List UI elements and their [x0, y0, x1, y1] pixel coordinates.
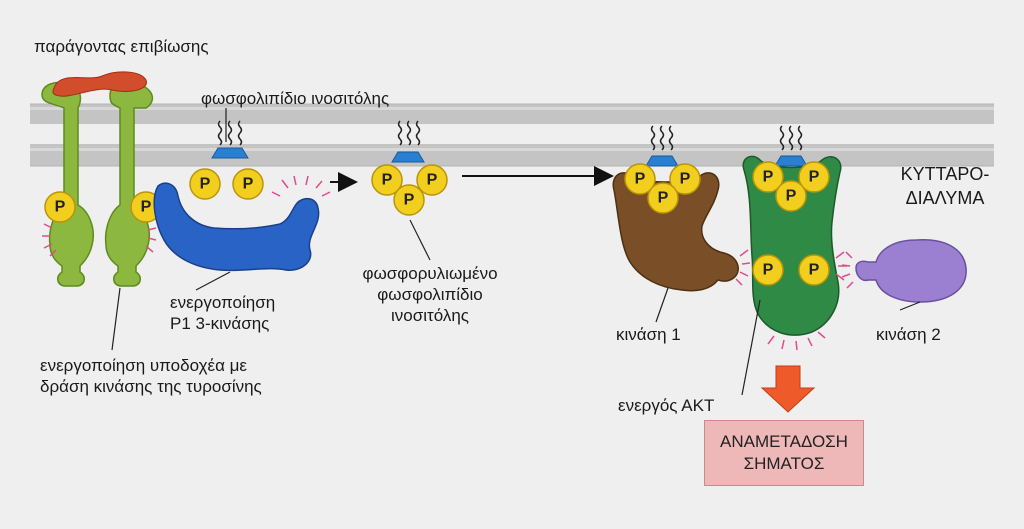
inositol-phospholipid-label: φωσφολιπίδιο ινοσιτόλης [201, 89, 390, 108]
receptor-activation-label: ενεργοποίηση υποδοχέα με δράση κινάσης τ… [40, 355, 262, 397]
svg-text:P: P [809, 169, 820, 186]
signal-box-line2: ΣΗΜΑΤΟΣ [743, 454, 825, 473]
active-akt-label: ενεργός ΑΚΤ [618, 396, 715, 415]
receptor-activation-line1: ενεργοποίηση υποδοχέα με [40, 356, 248, 375]
cytosol-label-line1: ΚΥΤΤΑΡΟ- [900, 164, 990, 184]
receptor-phosphate-left: P [44, 191, 76, 223]
signal-box-line1: ΑΝΑΜΕΤΑΔΟΣΗ [720, 432, 848, 451]
kinase2-activation-rays [841, 251, 854, 289]
pi3k-label-line2: P1 3-κινάσης [170, 314, 270, 333]
akt-phosphate-right: P [798, 254, 830, 286]
cytosol-label-line2: ΔΙΑΛΥΜΑ [905, 188, 985, 208]
signal-arrow [760, 365, 816, 413]
svg-text:P: P [763, 262, 774, 279]
svg-text:P: P [404, 192, 415, 209]
pi3k-label-line1: ενεργοποίηση [170, 293, 276, 312]
pi3-kinase [153, 182, 320, 272]
svg-text:P: P [55, 199, 66, 216]
svg-text:P: P [786, 188, 797, 205]
pi3k-label: ενεργοποίηση P1 3-κινάσης [170, 292, 275, 334]
kinase2-label: κινάση 2 [876, 325, 941, 344]
survival-factor-label: παράγοντας επιβίωσης [34, 37, 209, 56]
receptor-activation-line2: δράση κινάσης της τυροσίνης [40, 377, 262, 396]
akt-kinase [742, 155, 842, 336]
phosphorylated-lipid-line3: ινοσιτόλης [391, 306, 469, 325]
leader-lines [111, 108, 921, 396]
phosphorylated-lipid-line1: φωσφορυλιωμένο [362, 264, 498, 283]
phosphorylated-lipid-line2: φωσφολιπίδιο [377, 285, 483, 304]
svg-text:P: P [658, 190, 669, 207]
akt-phosphorylated-lipid: P P P [752, 125, 830, 212]
pi3k-activation-rays [271, 175, 331, 197]
svg-text:P: P [809, 262, 820, 279]
svg-text:P: P [243, 176, 254, 193]
kinase1-label: κινάση 1 [616, 325, 681, 344]
inositol-phospholipid: P P [189, 120, 264, 200]
kinase1-phosphorylated-lipid: P P P [624, 125, 701, 214]
kinase-2 [855, 239, 967, 303]
svg-text:P: P [382, 172, 393, 189]
phosphorylated-lipid-label: φωσφορυλιωμένο φωσφολιπίδιο ινοσιτόλης [344, 263, 516, 326]
cytosol-label: ΚΥΤΤΑΡΟ- ΔΙΑΛΥΜΑ [882, 162, 1008, 210]
signal-transmission-box: ΑΝΑΜΕΤΑΔΟΣΗ ΣΗΜΑΤΟΣ [704, 420, 864, 486]
svg-text:P: P [635, 171, 646, 188]
svg-text:P: P [141, 199, 152, 216]
kinase1-activation-rays [735, 249, 751, 286]
akt-phosphate-left: P [752, 254, 784, 286]
survival-factor [52, 71, 147, 97]
svg-text:P: P [763, 169, 774, 186]
receptor-tyrosine-kinase [41, 81, 154, 287]
phosphorylated-inositol-phospholipid: P P P [371, 120, 448, 216]
svg-text:P: P [427, 172, 438, 189]
svg-text:P: P [200, 176, 211, 193]
plasma-membrane [30, 103, 994, 167]
svg-text:P: P [680, 171, 691, 188]
